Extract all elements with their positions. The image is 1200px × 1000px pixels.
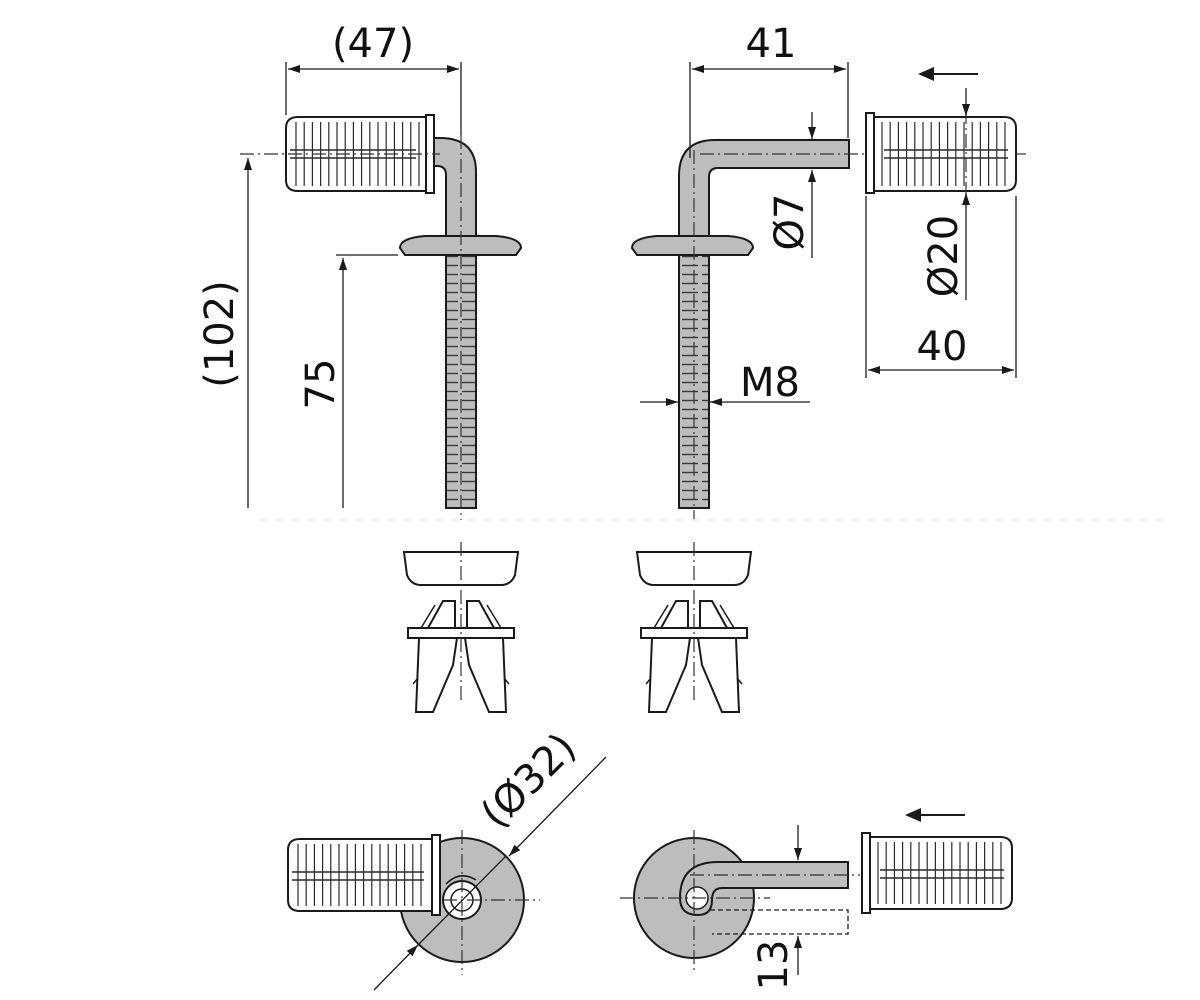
offset-label: 13 [751, 940, 797, 991]
anchor-fins [660, 600, 728, 629]
left-arrow-icon [905, 808, 965, 822]
anchor-leg-left [414, 637, 459, 713]
anchor-fins [427, 600, 495, 629]
anchor-leg-left [647, 637, 692, 713]
dimension-sleeve-length: 40 [865, 196, 1017, 378]
left-expansion-anchor [402, 542, 520, 713]
washer-diameter-label: (Ø32) [472, 724, 585, 837]
dimension-left-width: (47) [285, 21, 462, 135]
left-arrow-icon [918, 67, 978, 81]
dimension-thread-length: 75 [298, 254, 398, 508]
right-sleeve [865, 110, 1017, 200]
dimension-total-height: (102) [197, 158, 252, 508]
right-width-label: 41 [746, 21, 797, 67]
sleeve-diameter-label: Ø20 [921, 215, 967, 297]
dimension-sleeve-diameter: Ø20 [921, 88, 970, 300]
dimension-right-width: 41 [689, 21, 849, 158]
thread-length-label: 75 [298, 359, 344, 410]
anchor-leg-right [696, 637, 741, 713]
left-hinge-top-view [287, 830, 540, 975]
anchor-leg-right [463, 637, 508, 713]
sleeve-length-label: 40 [917, 324, 968, 370]
right-hinge-side-view [630, 139, 1030, 520]
dimension-thread-size: M8 [640, 360, 810, 406]
thread-size-label: M8 [740, 360, 800, 406]
dimension-offset: 13 [751, 825, 802, 991]
left-width-label: (47) [332, 21, 414, 67]
total-height-label: (102) [197, 280, 243, 388]
left-hinge-side-view [240, 114, 523, 520]
dimension-pin-diameter: Ø7 [767, 112, 816, 258]
right-hinge-top-view [620, 830, 1013, 970]
right-expansion-anchor [635, 542, 753, 713]
pin-diameter-label: Ø7 [767, 194, 813, 251]
